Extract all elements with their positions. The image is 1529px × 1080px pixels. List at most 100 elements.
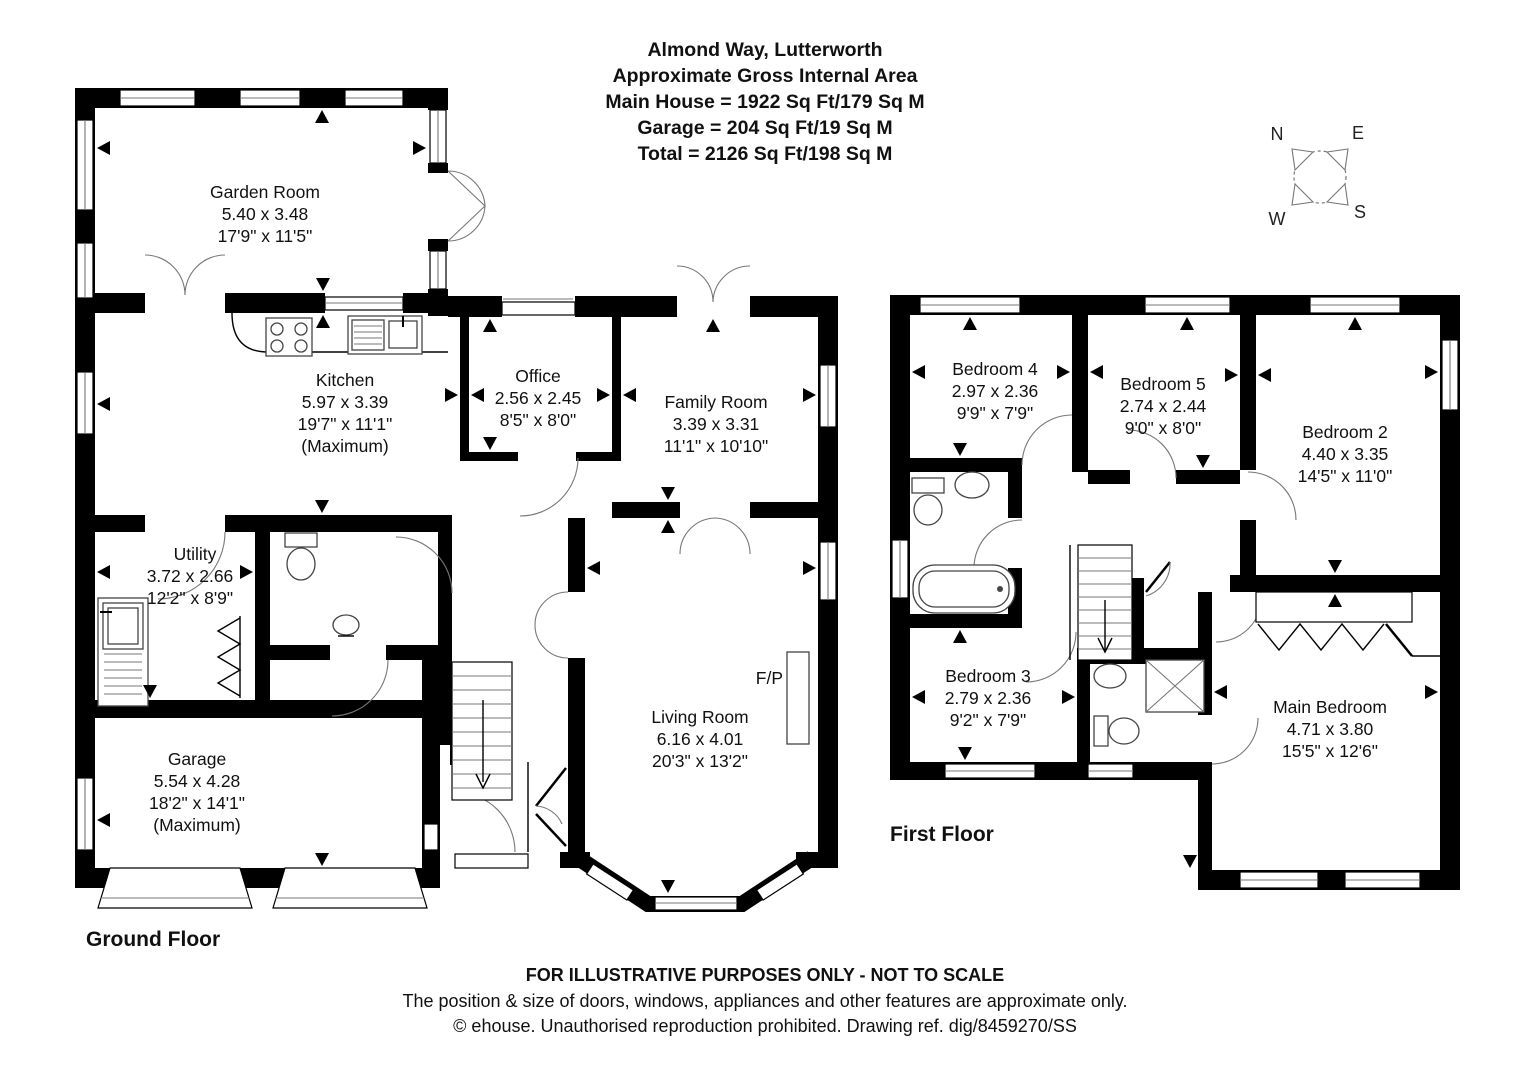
svg-text:19'7" x 11'1": 19'7" x 11'1" — [298, 414, 393, 434]
wall — [460, 317, 469, 460]
svg-text:Bedroom 5: Bedroom 5 — [1120, 374, 1206, 394]
room-label-family-room: Family Room 3.39 x 3.31 11'1" x 10'10" — [664, 392, 768, 456]
bay-window — [755, 863, 805, 901]
shower-basin-icon — [1093, 663, 1127, 689]
room-label-bedroom-5: Bedroom 5 2.74 x 2.44 9'0" x 8'0" — [1120, 374, 1207, 438]
svg-text:Family Room: Family Room — [664, 392, 767, 412]
arrow-marker — [1425, 685, 1438, 699]
door-arc — [447, 170, 486, 242]
compass-icon: N E W S — [1269, 123, 1367, 229]
wall — [890, 614, 1022, 628]
arrow-marker — [661, 487, 675, 500]
wall — [428, 239, 448, 251]
first-floor-plan: Bedroom 4 2.97 x 2.36 9'9" x 7'9" Bedroo… — [890, 295, 1460, 890]
cupboard-door — [1145, 561, 1171, 597]
svg-text:9'9" x 7'9": 9'9" x 7'9" — [957, 403, 1034, 423]
svg-text:8'5" x 8'0": 8'5" x 8'0" — [500, 410, 577, 430]
page-title: Almond Way, Lutterworth — [647, 39, 882, 61]
kitchen-sink-icon — [347, 315, 423, 355]
svg-text:Bedroom 3: Bedroom 3 — [945, 666, 1031, 686]
arrow-marker — [661, 520, 675, 533]
window — [423, 823, 439, 851]
wall — [428, 88, 448, 110]
svg-text:17'9" x 11'5": 17'9" x 11'5" — [218, 226, 313, 246]
room-label-main-bedroom: Main Bedroom 4.71 x 3.80 15'5" x 12'6" — [1273, 697, 1387, 761]
arrow-marker — [1225, 368, 1238, 382]
arrow-marker — [1196, 455, 1210, 468]
wall — [428, 163, 448, 173]
room-label-garden-room: Garden Room 5.40 x 3.48 17'9" x 11'5" — [210, 182, 320, 246]
svg-text:4.40 x 3.35: 4.40 x 3.35 — [1302, 444, 1389, 464]
room-label-garage: Garage 5.54 x 4.28 18'2" x 14'1" (Maximu… — [149, 749, 245, 835]
svg-text:Utility: Utility — [174, 544, 217, 564]
svg-text:6.16 x 4.01: 6.16 x 4.01 — [657, 729, 744, 749]
bathroom-basin-icon — [954, 471, 990, 499]
wall — [1198, 762, 1212, 880]
wall — [403, 293, 448, 313]
arrow-marker — [97, 141, 110, 155]
svg-text:(Maximum): (Maximum) — [153, 815, 241, 835]
wall — [890, 762, 1210, 780]
ground-floor-plan: F/P Garden Room 5.40 x 3.48 17'9" x 11'5… — [75, 88, 838, 951]
arrow-marker — [912, 690, 925, 704]
arrow-marker — [1258, 368, 1271, 382]
arrow-marker — [316, 315, 330, 328]
door-arc — [973, 519, 1023, 569]
door-arc — [1127, 429, 1177, 479]
window — [501, 301, 576, 316]
wall — [568, 518, 585, 592]
wall — [460, 452, 518, 461]
door-arc — [144, 254, 186, 296]
wall — [612, 317, 621, 460]
arrow-marker — [1090, 365, 1103, 379]
arrow-marker — [623, 388, 636, 402]
room-label-living-room: Living Room 6.16 x 4.01 20'3" x 13'2" — [651, 707, 748, 771]
svg-text:Living Room: Living Room — [651, 707, 748, 727]
wall — [422, 660, 440, 888]
compass-west-label: W — [1269, 209, 1286, 229]
wall — [438, 532, 452, 745]
wall — [1230, 575, 1460, 592]
footer-line-1: FOR ILLUSTRATIVE PURPOSES ONLY - NOT TO … — [526, 965, 1004, 985]
door-arc — [676, 265, 751, 303]
svg-text:Bedroom 2: Bedroom 2 — [1302, 422, 1388, 442]
fireplace — [786, 651, 810, 745]
svg-text:3.39 x 3.31: 3.39 x 3.31 — [673, 414, 760, 434]
door-arc — [157, 531, 226, 600]
room-label-bedroom-3: Bedroom 3 2.79 x 2.36 9'2" x 7'9" — [945, 666, 1032, 730]
arrow-marker — [706, 319, 720, 332]
ground-floor-label: Ground Floor — [86, 928, 220, 951]
arrow-marker — [483, 437, 497, 450]
svg-text:Bedroom 4: Bedroom 4 — [952, 359, 1038, 379]
arrow-marker — [240, 565, 253, 579]
wall — [750, 502, 838, 518]
compass-south-label: S — [1354, 202, 1366, 222]
wall — [386, 645, 452, 660]
wall — [1198, 870, 1460, 890]
fireplace-label: F/P — [756, 668, 783, 688]
arrow-marker — [1425, 365, 1438, 379]
svg-text:Garage: Garage — [168, 749, 226, 769]
svg-text:Office: Office — [515, 366, 560, 386]
wall — [612, 502, 680, 518]
wall — [890, 295, 910, 780]
wall — [1440, 295, 1460, 890]
wall — [1072, 315, 1088, 472]
arrow-marker — [958, 747, 972, 760]
title-garage-area: Garage = 204 Sq Ft/19 Sq M — [637, 117, 892, 139]
room-label-bedroom-4: Bedroom 4 2.97 x 2.36 9'9" x 7'9" — [952, 359, 1039, 423]
door-arc — [679, 517, 751, 555]
bath-icon — [912, 564, 1016, 614]
arrow-marker — [803, 388, 816, 402]
shower-icon — [1145, 659, 1205, 713]
arrow-marker — [803, 561, 816, 575]
basin-icon — [332, 614, 360, 636]
arrow-marker — [1328, 560, 1342, 573]
wall — [225, 515, 452, 532]
arrow-marker — [471, 388, 484, 402]
bay-window — [585, 863, 635, 901]
porch-opening — [454, 853, 529, 869]
svg-text:2.74 x 2.44: 2.74 x 2.44 — [1120, 396, 1207, 416]
svg-text:Kitchen: Kitchen — [316, 370, 374, 390]
wall — [1198, 592, 1212, 650]
